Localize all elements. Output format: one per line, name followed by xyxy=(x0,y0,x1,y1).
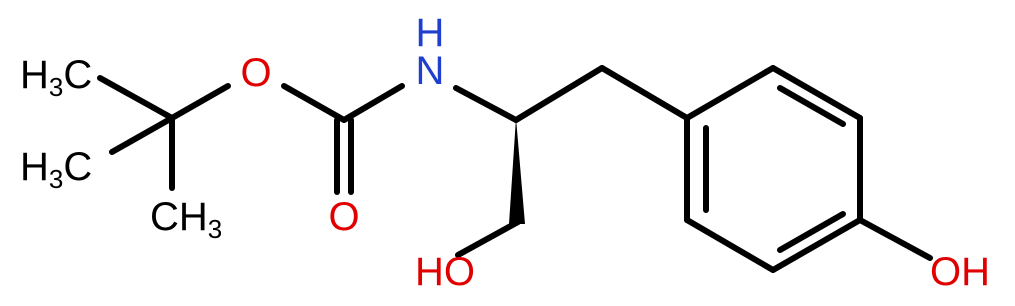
bond-tbu-o xyxy=(169,83,231,121)
atom-label-methyl-bot: CH3 xyxy=(150,195,222,244)
bond-ch2-ring xyxy=(599,65,690,121)
atom-label-ester-o: O xyxy=(240,51,271,95)
atom-label-amine-n: N xyxy=(416,49,445,93)
ring-bond-4 xyxy=(770,217,863,273)
bond-ch2-oh xyxy=(455,219,521,258)
atom-label-amine-h: H xyxy=(416,11,445,55)
ring-bond-2 xyxy=(770,65,863,121)
atom-label-methyl-mid: H3C xyxy=(20,145,92,194)
wedge-bond xyxy=(509,118,525,224)
bond-n-stereocenter xyxy=(453,85,519,123)
ring-inner-bond-2 xyxy=(777,85,846,127)
bond-o-carbonyl xyxy=(281,83,347,123)
bond-stereocenter-ch2 xyxy=(513,65,605,123)
bond-methyl-top xyxy=(97,75,175,121)
atom-label-methyl-top: H3C xyxy=(20,53,92,102)
atom-label-phenol-oh: OH xyxy=(930,250,990,294)
bond-carbonyl-n xyxy=(341,83,405,123)
bond-methyl-mid xyxy=(109,115,175,155)
ring-bond-5 xyxy=(684,217,776,273)
ring-inner-bond-3 xyxy=(777,211,846,253)
ring-bond-1 xyxy=(684,65,776,121)
atom-label-carbonyl-o: O xyxy=(328,195,359,239)
atom-label-alcohol-oh: HO xyxy=(415,250,475,294)
bond-ring-oh xyxy=(857,217,933,261)
